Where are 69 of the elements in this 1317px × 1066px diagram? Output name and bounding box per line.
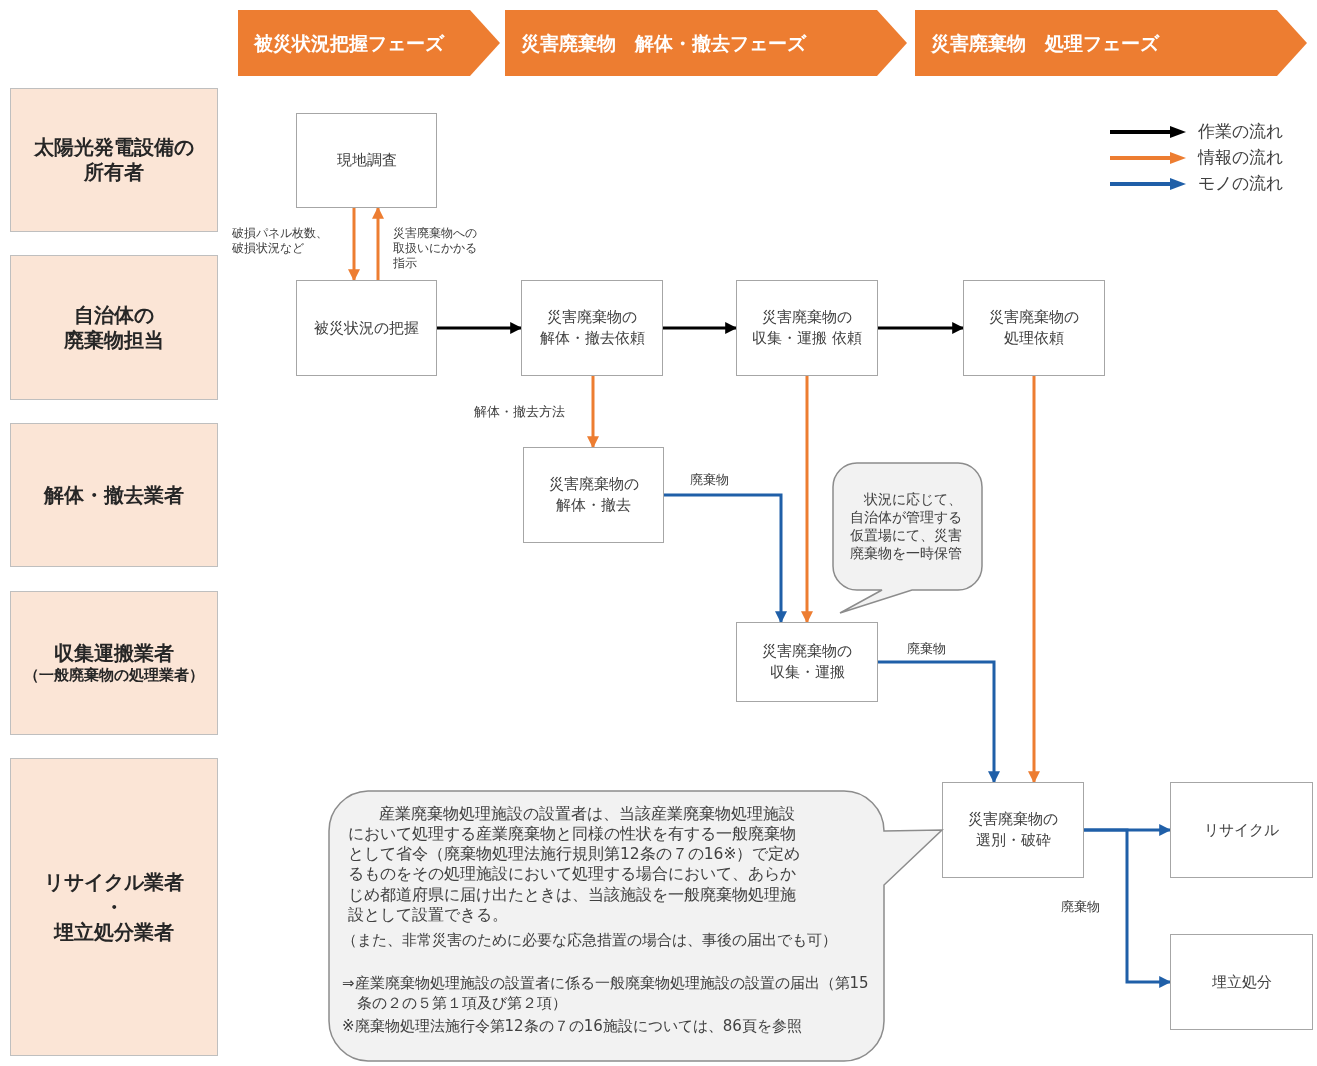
arrow xyxy=(587,376,599,449)
process-box xyxy=(942,782,1084,878)
box-label: 処理依頼 xyxy=(1004,328,1064,349)
box-label: 選別・破砕 xyxy=(975,830,1051,851)
role-label: 埋立処分業者 xyxy=(54,919,174,945)
process-box xyxy=(736,280,878,376)
box-label: 災害廃棄物の xyxy=(762,307,852,328)
role-label: 自治体の xyxy=(74,302,154,328)
edge-label: 廃棄物 xyxy=(1061,899,1100,916)
process-box xyxy=(1170,782,1313,878)
process-box xyxy=(521,280,663,376)
edge-label: 廃棄物 xyxy=(907,641,946,658)
box-label: 災害廃棄物の xyxy=(968,809,1058,830)
box-label: 被災状況の把握 xyxy=(314,317,419,339)
edge-label: 廃棄物 xyxy=(690,472,729,489)
box-label: リサイクル xyxy=(1204,819,1279,841)
bubble-text: 状況に応じて、自治体が管理する仮置場にて、災害廃棄物を一時保管 xyxy=(849,489,963,563)
box-label: 解体・撤去 xyxy=(556,495,631,516)
process-box xyxy=(1170,934,1313,1030)
box-label: 解体・撤去依頼 xyxy=(539,328,645,349)
process-box xyxy=(736,622,878,702)
phase-title: 災害廃棄物 解体・撤去フェーズ xyxy=(521,30,806,56)
box-label: 収集・運搬 xyxy=(769,662,845,683)
role-label: 廃棄物担当 xyxy=(64,327,164,353)
box-label: 埋立処分 xyxy=(1211,971,1272,993)
arrow xyxy=(664,493,787,624)
role-header xyxy=(10,758,218,1056)
role-header xyxy=(10,591,218,735)
box-label: 災害廃棄物の xyxy=(547,307,637,328)
arrow xyxy=(663,322,738,334)
role-label: 解体・撤去業者 xyxy=(44,482,184,508)
legend-label: 情報の流れ xyxy=(1198,146,1283,170)
box-label: 災害廃棄物の xyxy=(762,641,852,662)
edge-label: 解体・撤去方法 xyxy=(474,404,565,421)
phase-banner xyxy=(915,10,1307,76)
process-box xyxy=(296,280,437,376)
phase-banner xyxy=(505,10,907,76)
role-header xyxy=(10,255,218,400)
phase-title: 被災状況把握フェーズ xyxy=(254,30,444,56)
phase-banner xyxy=(238,10,500,76)
arrow xyxy=(437,322,523,334)
note-text: ※廃棄物処理法施行令第12条の７の16施設については、86頁を参照 xyxy=(342,1017,803,1037)
arrow xyxy=(801,376,813,624)
legend-label: モノの流れ xyxy=(1198,172,1283,196)
role-header xyxy=(10,88,218,232)
process-box xyxy=(296,113,437,208)
legend-label: 作業の流れ xyxy=(1198,120,1283,144)
box-label: 災害廃棄物の xyxy=(989,307,1079,328)
phase-title: 災害廃棄物 処理フェーズ xyxy=(931,30,1159,56)
role-label: リサイクル業者 xyxy=(44,869,184,895)
box-label: 収集・運搬 依頼 xyxy=(752,328,862,349)
role-label: 太陽光発電設備の所有者 xyxy=(33,135,195,185)
role-label: （一般廃棄物の処理業者） xyxy=(24,666,204,685)
arrow xyxy=(1084,828,1172,988)
note-text: （また、非常災害のために必要な応急措置の場合は、事後の届出でも可） xyxy=(342,930,838,951)
role-header xyxy=(10,423,218,567)
note-text: 産業廃棄物処理施設の設置者は、当該産業廃棄物処理施設において処理する産業廃棄物と同様の性状を有する一般廃棄物として省令（廃棄物処理法施行規則第12条の７の16※）で定めるものをその処理施設において処理する場合において、あらかじめ都道府県に届け出たときは、当該施設を一般廃棄物処理施設として設置できる。 xyxy=(348,804,802,925)
role-label: ・ xyxy=(104,894,124,920)
box-label: 現地調査 xyxy=(336,150,397,171)
arrow xyxy=(878,322,965,334)
arrow xyxy=(372,206,384,280)
process-box xyxy=(523,447,664,543)
process-box xyxy=(963,280,1105,376)
role-label: 収集運搬業者 xyxy=(54,641,174,667)
note-text: ⇒産業廃棄物処理施設の設置者に係る一般廃棄物処理施設の設置の届出（第15条の２の５第１項及び第２項） xyxy=(342,974,870,1014)
arrow xyxy=(348,208,360,282)
box-label: 災害廃棄物の xyxy=(548,474,639,495)
arrow xyxy=(878,660,1000,784)
arrow xyxy=(1028,376,1040,784)
